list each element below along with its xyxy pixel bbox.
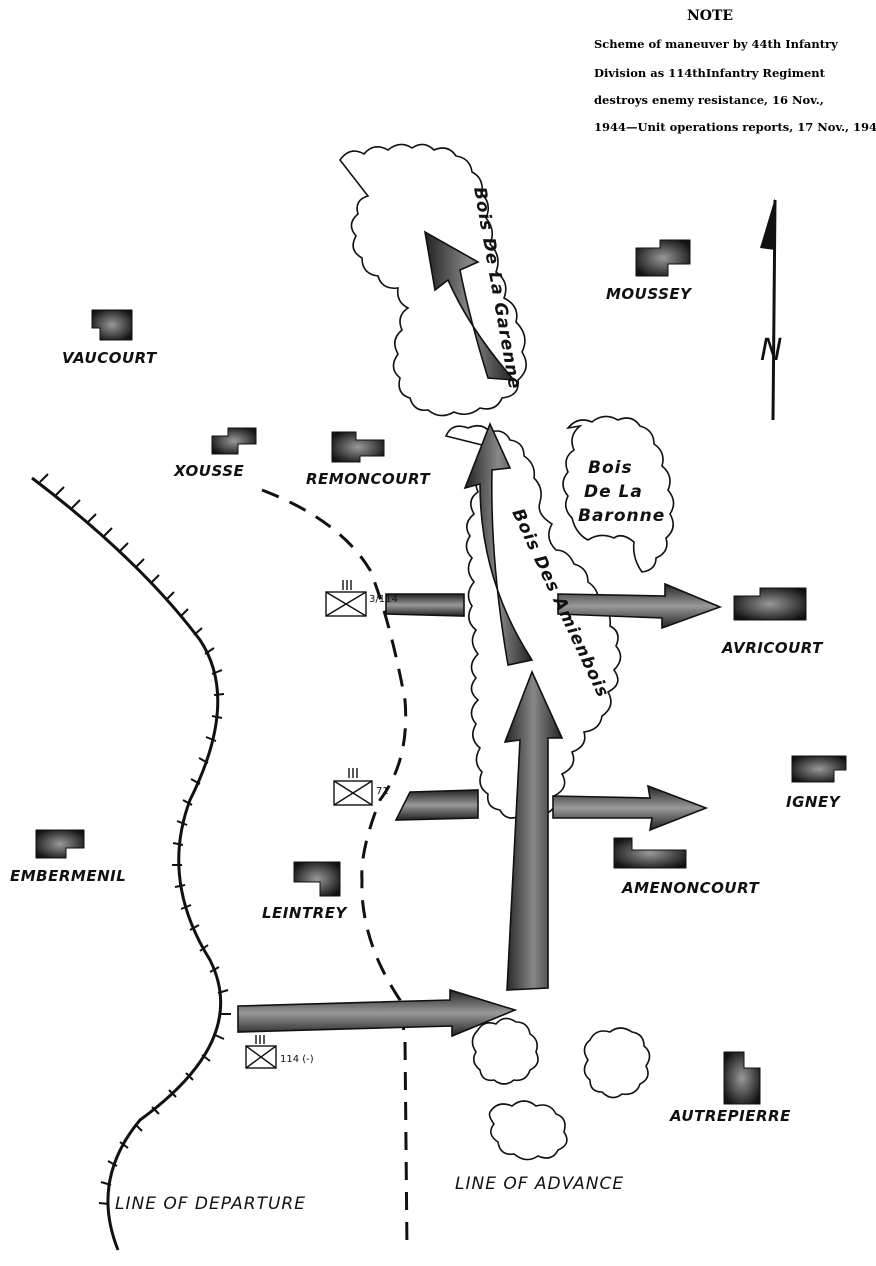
arrow-garenne — [423, 230, 516, 381]
town-avricourt-label: AVRICOURT — [721, 639, 824, 657]
wood-small-2 — [583, 1027, 651, 1099]
note-line-4: 1944—Unit operations reports, 17 Nov., 1… — [594, 120, 876, 134]
unit-3-114-echelon — [342, 580, 352, 590]
town-vaucourt-block — [91, 309, 133, 341]
maneuver-arrows — [237, 230, 723, 1038]
note-line-3: destroys enemy resistance, 16 Nov., — [594, 93, 824, 107]
note-line-2: Division as 114thInfantry Regiment — [594, 66, 826, 80]
town-amenoncourt-label: AMENONCOURT — [621, 879, 760, 897]
wood-baronne-label-3: Baronne — [578, 506, 665, 526]
arrow-west-stub-lower — [394, 789, 479, 821]
north-arrow: N — [760, 198, 782, 421]
woods-outlines — [339, 143, 675, 1161]
town-embermenil-label: EMBERMENIL — [10, 867, 126, 885]
unit-3-114-label: 3/114 — [369, 594, 398, 605]
town-moussey-block — [635, 239, 691, 277]
arrow-east-avricourt — [557, 582, 723, 630]
town-leintrey-block — [293, 861, 341, 897]
unit-114-echelon — [255, 1035, 265, 1044]
wood-garenne-outline — [339, 143, 527, 417]
boundary-dashed-line — [261, 488, 409, 1251]
town-xousse-label: XOUSSE — [173, 462, 245, 480]
departure-ticks — [39, 473, 231, 1205]
wood-baronne-label-1: Bois — [588, 458, 633, 478]
wood-baronne-label-2: De La — [584, 482, 643, 502]
line-of-advance-label: LINE OF ADVANCE — [455, 1174, 624, 1194]
town-leintrey-label: LEINTREY — [262, 904, 348, 922]
arrow-main-attack — [237, 988, 518, 1038]
unit-71-label: 71 — [376, 786, 389, 797]
unit-114 — [245, 1035, 277, 1069]
unit-71 — [333, 768, 373, 806]
wood-small-1 — [471, 1017, 539, 1085]
arrow-east-igney — [552, 784, 709, 832]
note-line-1: Scheme of maneuver by 44th Infantry — [594, 37, 838, 51]
town-igney-block — [791, 755, 847, 783]
line-of-departure: LINE OF DEPARTURE — [31, 473, 306, 1251]
town-remoncourt-label: REMONCOURT — [306, 470, 431, 488]
arrow-west-stub-upper — [385, 593, 465, 617]
note-block: NOTE Scheme of maneuver by 44th Infantry… — [594, 8, 876, 134]
town-xousse-block — [211, 427, 257, 455]
note-title: NOTE — [687, 8, 733, 24]
arrow-central-north — [503, 669, 564, 991]
town-autrepierre-label: AUTREPIERRE — [669, 1107, 791, 1125]
wood-small-3 — [488, 1100, 568, 1161]
town-autrepierre-block — [723, 1051, 761, 1105]
wood-baronne-outline — [562, 415, 675, 573]
town-igney-label: IGNEY — [786, 793, 842, 811]
wood-amienbois-outline — [444, 424, 622, 820]
town-remoncourt-block — [331, 431, 385, 463]
arrow-north-amienbois — [463, 421, 534, 666]
town-blocks — [35, 239, 847, 1105]
town-moussey-label: MOUSSEY — [606, 285, 693, 303]
unit-71-echelon — [348, 768, 358, 778]
town-vaucourt-label: VAUCOURT — [62, 349, 158, 367]
town-amenoncourt-block — [613, 837, 687, 869]
unit-114-label: 114 (-) — [280, 1054, 314, 1065]
town-embermenil-block — [35, 829, 85, 859]
unit-3-114 — [325, 580, 367, 617]
line-of-departure-label: LINE OF DEPARTURE — [115, 1194, 306, 1214]
town-avricourt-block — [733, 587, 807, 621]
north-label: N — [760, 333, 782, 368]
